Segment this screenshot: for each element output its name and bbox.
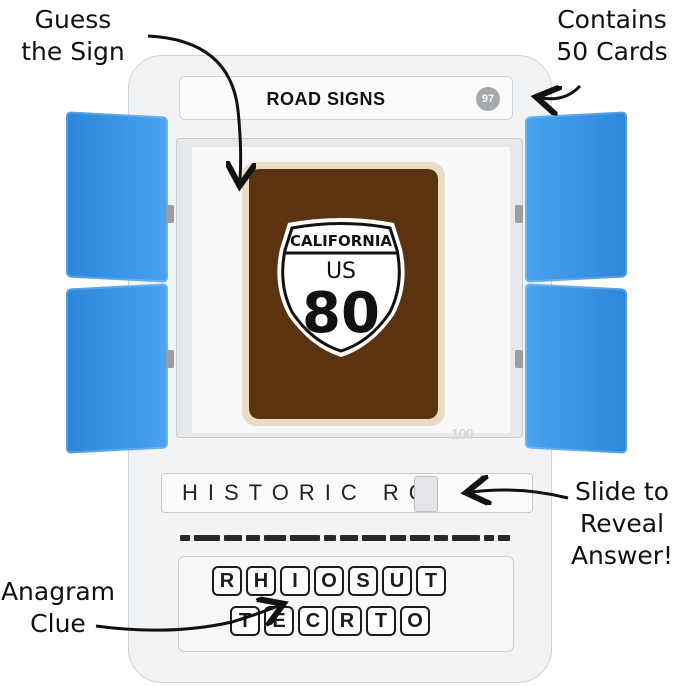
card-number-badge: 97 [476, 87, 500, 111]
anagram-tile: O [400, 606, 430, 636]
anagram-tile: T [416, 566, 446, 596]
answer-dash [246, 535, 260, 541]
callout-slide-to-reveal: Slide to Reveal Answer! [570, 477, 674, 570]
answer-dash [362, 535, 386, 541]
anagram-tile: T [366, 606, 396, 636]
callout-anagram-clue: Anagram Clue [0, 577, 116, 638]
shield-route-prefix: US [326, 259, 356, 284]
shield-state-text: CALIFORNIA [290, 232, 392, 250]
answer-dash [434, 535, 448, 541]
answer-dash [180, 535, 190, 541]
callout-guess-the-sign: Guess the Sign [21, 5, 125, 66]
reveal-slider-handle[interactable] [414, 476, 438, 512]
anagram-tile: H [246, 566, 276, 596]
answer-dash [224, 535, 242, 541]
callout-contains-50-cards: Contains 50 Cards [556, 5, 668, 66]
anagram-tile: I [280, 566, 310, 596]
right-upper-door[interactable] [525, 111, 627, 283]
answer-dash [410, 535, 430, 541]
right-lower-door[interactable] [525, 283, 627, 454]
answer-progress-dashes [180, 535, 514, 541]
answer-text: HISTORIC RO [182, 480, 436, 505]
answer-dash [498, 535, 510, 541]
anagram-tile: S [348, 566, 378, 596]
anagram-tile: T [230, 606, 260, 636]
answer-dash [340, 535, 358, 541]
answer-dash [290, 535, 320, 541]
anagram-tile: O [314, 566, 344, 596]
answer-dash [324, 535, 336, 541]
anagram-tile: E [264, 606, 294, 636]
category-title: ROAD SIGNS [266, 89, 386, 109]
anagram-tile: C [298, 606, 328, 636]
answer-reveal-slot: HISTORIC RO [161, 473, 533, 513]
category-title-bar: ROAD SIGNS 97 [179, 76, 513, 120]
shield-route-number: 80 [302, 281, 380, 346]
us-route-shield-icon: CALIFORNIA US 80 [277, 218, 405, 357]
answer-dash [484, 535, 494, 541]
left-lower-door[interactable] [66, 283, 168, 454]
answer-dash [390, 535, 406, 541]
right-upper-hinge [515, 205, 523, 223]
anagram-tile: R [332, 606, 362, 636]
anagram-tile: R [212, 566, 242, 596]
answer-dash [452, 535, 480, 541]
anagram-tile: U [382, 566, 412, 596]
left-upper-hinge [166, 205, 174, 223]
answer-dash [264, 535, 286, 541]
left-upper-door[interactable] [66, 111, 168, 283]
right-lower-hinge [515, 350, 523, 368]
brand-logo: 100 [451, 426, 474, 443]
left-lower-hinge [166, 350, 174, 368]
answer-dash [194, 535, 220, 541]
